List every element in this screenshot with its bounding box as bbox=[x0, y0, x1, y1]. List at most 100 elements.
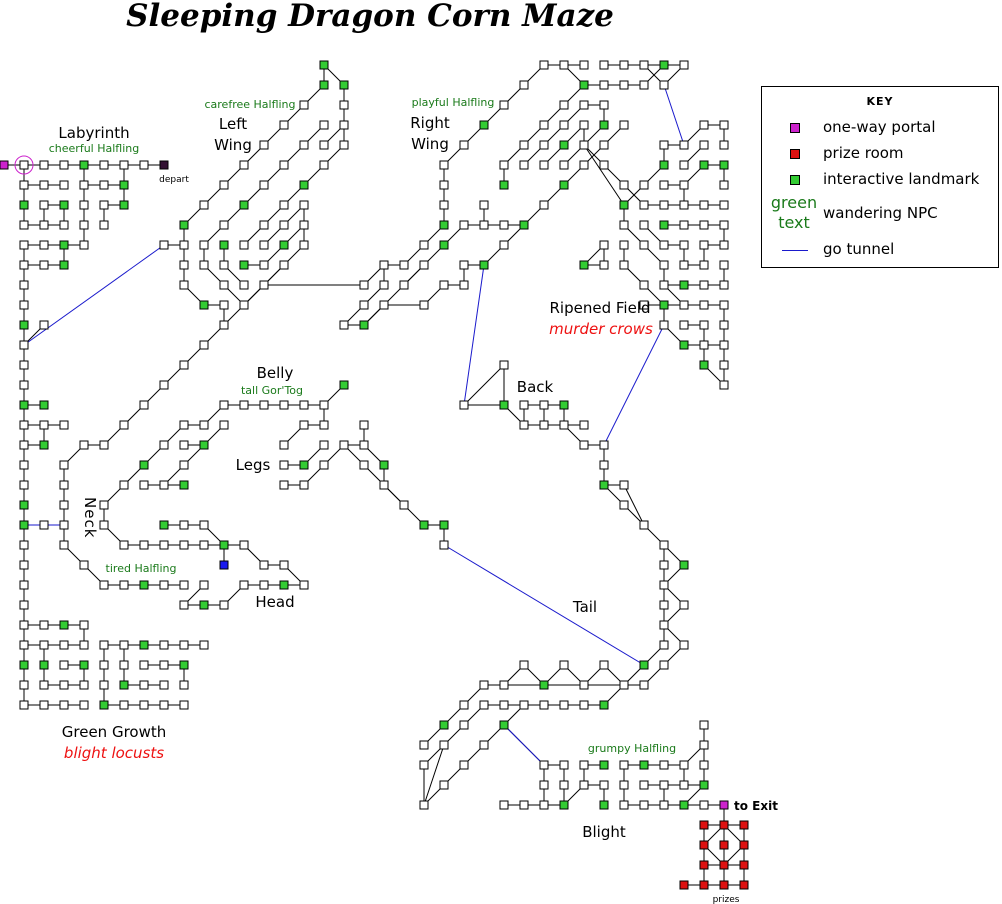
landmark-room bbox=[39, 400, 49, 410]
maze-room bbox=[99, 580, 109, 590]
landmark-room bbox=[279, 240, 289, 250]
maze-room bbox=[639, 240, 649, 250]
landmark-room bbox=[19, 520, 29, 530]
path-segment bbox=[583, 144, 625, 206]
maze-room bbox=[679, 240, 689, 250]
landmark-room bbox=[479, 260, 489, 270]
landmark-room bbox=[519, 220, 529, 230]
maze-room bbox=[259, 560, 269, 570]
landmark-room bbox=[499, 400, 509, 410]
maze-room bbox=[79, 560, 89, 570]
maze-room bbox=[699, 280, 709, 290]
maze-room bbox=[639, 80, 649, 90]
prize-room bbox=[739, 840, 749, 850]
tunnel-line bbox=[443, 544, 645, 666]
maze-room bbox=[539, 420, 549, 430]
maze-room bbox=[679, 180, 689, 190]
maze-room bbox=[119, 420, 129, 430]
landmark-room bbox=[179, 660, 189, 670]
maze-room bbox=[19, 260, 29, 270]
maze-room bbox=[719, 360, 729, 370]
landmark-room bbox=[379, 460, 389, 470]
maze-room bbox=[659, 640, 669, 650]
landmark-room bbox=[559, 180, 569, 190]
landmark-room bbox=[619, 200, 629, 210]
maze-room bbox=[59, 700, 69, 710]
maze-room bbox=[559, 700, 569, 710]
maze-room bbox=[319, 160, 329, 170]
portal-room bbox=[0, 160, 9, 170]
maze-room bbox=[659, 760, 669, 770]
maze-room bbox=[519, 800, 529, 810]
maze-room bbox=[139, 680, 149, 690]
maze-room bbox=[539, 800, 549, 810]
maze-room bbox=[99, 200, 109, 210]
maze-room bbox=[459, 400, 469, 410]
maze-room bbox=[239, 280, 249, 290]
key-label-portal: one-way portal bbox=[823, 118, 936, 136]
maze-room bbox=[359, 460, 369, 470]
maze-room bbox=[299, 220, 309, 230]
maze-room bbox=[699, 320, 709, 330]
landmark-room bbox=[319, 80, 329, 90]
landmark-room bbox=[639, 660, 649, 670]
maze-room bbox=[319, 120, 329, 130]
maze-room bbox=[679, 780, 689, 790]
maze-room bbox=[19, 340, 29, 350]
maze-room bbox=[39, 180, 49, 190]
maze-room bbox=[19, 280, 29, 290]
npc-label-playful: playful Halfling bbox=[412, 96, 495, 109]
maze-room bbox=[719, 200, 729, 210]
maze-room bbox=[459, 140, 469, 150]
map-key: KEY one-way portal prize room interactiv… bbox=[761, 86, 999, 268]
marker-label-to-exit: to Exit bbox=[734, 799, 778, 813]
maze-room bbox=[99, 440, 109, 450]
maze-room bbox=[299, 480, 309, 490]
maze-room bbox=[479, 680, 489, 690]
maze-room bbox=[39, 320, 49, 330]
npc-label-tall-gortog: tall Gor'Tog bbox=[241, 384, 303, 397]
maze-room bbox=[159, 380, 169, 390]
maze-room bbox=[259, 220, 269, 230]
maze-room bbox=[19, 620, 29, 630]
maze-room bbox=[39, 520, 49, 530]
maze-room bbox=[519, 160, 529, 170]
maze-room bbox=[99, 680, 109, 690]
maze-room bbox=[39, 260, 49, 270]
maze-room bbox=[699, 240, 709, 250]
landmark-room bbox=[359, 320, 369, 330]
maze-room bbox=[19, 480, 29, 490]
landmark-room bbox=[339, 80, 349, 90]
landmark-room bbox=[119, 180, 129, 190]
maze-room bbox=[579, 140, 589, 150]
maze-room bbox=[719, 120, 729, 130]
maze-room bbox=[39, 680, 49, 690]
maze-room bbox=[359, 420, 369, 430]
maze-room bbox=[599, 240, 609, 250]
maze-room bbox=[499, 360, 509, 370]
maze-room bbox=[179, 460, 189, 470]
maze-room bbox=[259, 400, 269, 410]
map-labels: Labyrinth cheerful Halfling carefree Hal… bbox=[49, 96, 778, 904]
tunnel-line bbox=[23, 244, 165, 346]
maze-room bbox=[599, 460, 609, 470]
maze-room bbox=[19, 220, 29, 230]
landmark-room bbox=[599, 120, 609, 130]
maze-room bbox=[519, 660, 529, 670]
maze-room bbox=[59, 480, 69, 490]
maze-room bbox=[279, 220, 289, 230]
maze-room bbox=[319, 440, 329, 450]
landmark-room bbox=[39, 440, 49, 450]
maze-room bbox=[719, 220, 729, 230]
maze-room bbox=[539, 400, 549, 410]
maze-room bbox=[359, 440, 369, 450]
region-label-head: Head bbox=[255, 593, 294, 611]
maze-room bbox=[659, 140, 669, 150]
maze-room bbox=[559, 660, 569, 670]
maze-room bbox=[439, 180, 449, 190]
maze-room bbox=[699, 140, 709, 150]
prize-room bbox=[699, 860, 709, 870]
maze-room bbox=[479, 200, 489, 210]
maze-room bbox=[559, 780, 569, 790]
maze-room bbox=[659, 580, 669, 590]
